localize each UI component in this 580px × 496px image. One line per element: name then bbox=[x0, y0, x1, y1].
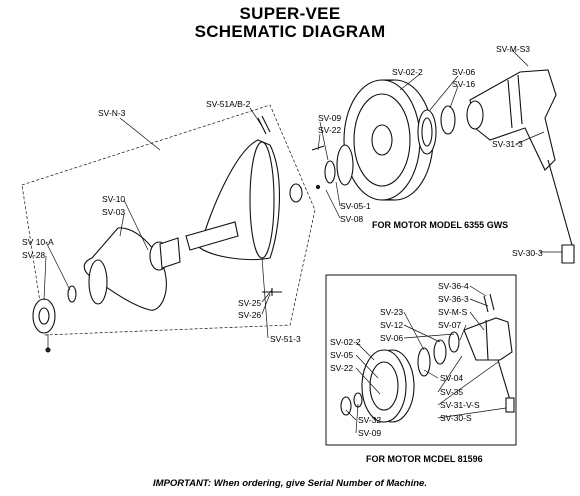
diagram-subtitle: SCHEMATIC DIAGRAM bbox=[194, 22, 386, 41]
inset-leader-lines bbox=[345, 285, 507, 434]
caption-motor-main: FOR MOTOR MODEL 6355 GWS bbox=[372, 220, 508, 230]
inset-assembly bbox=[340, 293, 515, 423]
label-inset-sv-09: SV-09 bbox=[358, 428, 381, 438]
label-sv-05-1: SV-05-1 bbox=[340, 201, 371, 211]
front-handle-parts bbox=[32, 285, 77, 353]
label-inset-sv-35: SV-35 bbox=[440, 387, 463, 397]
label-inset-sv-36-4: SV-36-4 bbox=[438, 281, 469, 291]
label-sv-08: SV-08 bbox=[340, 214, 363, 224]
label-sv-30-3: SV-30-3 bbox=[512, 248, 543, 258]
label-inset-sv-30-s: SV-30-S bbox=[440, 413, 472, 423]
label-sv-22: SV-22 bbox=[318, 125, 341, 135]
label-sv-28: SV-28 bbox=[22, 250, 45, 260]
label-inset-sv-36-3: SV-36-3 bbox=[438, 294, 469, 304]
main-motor bbox=[466, 69, 575, 264]
label-inset-sv-23: SV-23 bbox=[380, 307, 403, 317]
diagram-title: SUPER-VEE bbox=[239, 4, 341, 23]
drum-bearing bbox=[417, 105, 456, 155]
label-sv-25: SV-25 bbox=[238, 298, 261, 308]
label-sv-10: SV-10 bbox=[102, 194, 125, 204]
label-sv-31-3: SV-31-3 bbox=[492, 139, 523, 149]
label-inset-sv-05: SV-05 bbox=[330, 350, 353, 360]
label-inset-sv-22: SV-22 bbox=[330, 363, 353, 373]
label-sv-26: SV-26 bbox=[238, 310, 261, 320]
label-inset-sv-m-s: SV-M-S bbox=[438, 307, 468, 317]
main-drum bbox=[343, 79, 434, 201]
front-cone bbox=[83, 227, 181, 311]
label-sv-02-2: SV-02-2 bbox=[392, 67, 423, 77]
inset-box bbox=[325, 274, 517, 446]
label-inset-sv-32: SV-32 bbox=[358, 415, 381, 425]
label-sv-10a: SV 10-A bbox=[22, 237, 54, 247]
label-sv-03: SV-03 bbox=[102, 207, 125, 217]
caption-motor-inset: FOR MOTOR MCDEL 81596 bbox=[366, 454, 483, 464]
label-inset-sv-04: SV-04 bbox=[440, 373, 463, 383]
label-inset-sv-06: SV-06 bbox=[380, 333, 403, 343]
label-sv-n-3: SV-N-3 bbox=[98, 108, 126, 118]
label-sv-16: SV-16 bbox=[452, 79, 475, 89]
label-inset-sv-02-2: SV-02-2 bbox=[330, 337, 361, 347]
footer-note: IMPORTANT: When ordering, give Serial Nu… bbox=[153, 478, 427, 489]
label-sv-06: SV-06 bbox=[452, 67, 475, 77]
cone-housing bbox=[185, 139, 281, 261]
label-sv-51-3: SV-51-3 bbox=[270, 334, 301, 344]
hub-parts bbox=[289, 144, 354, 203]
label-sv-51ab-2: SV-51A/B-2 bbox=[206, 99, 251, 109]
leader-lines bbox=[43, 49, 562, 339]
label-inset-sv-07: SV-07 bbox=[438, 320, 461, 330]
frame-outline bbox=[21, 104, 316, 336]
label-inset-sv-12: SV-12 bbox=[380, 320, 403, 330]
label-sv-m-s3: SV-M-S3 bbox=[496, 44, 530, 54]
label-inset-sv-31-v-s: SV-31-V-S bbox=[440, 400, 480, 410]
label-sv-09: SV-09 bbox=[318, 113, 341, 123]
